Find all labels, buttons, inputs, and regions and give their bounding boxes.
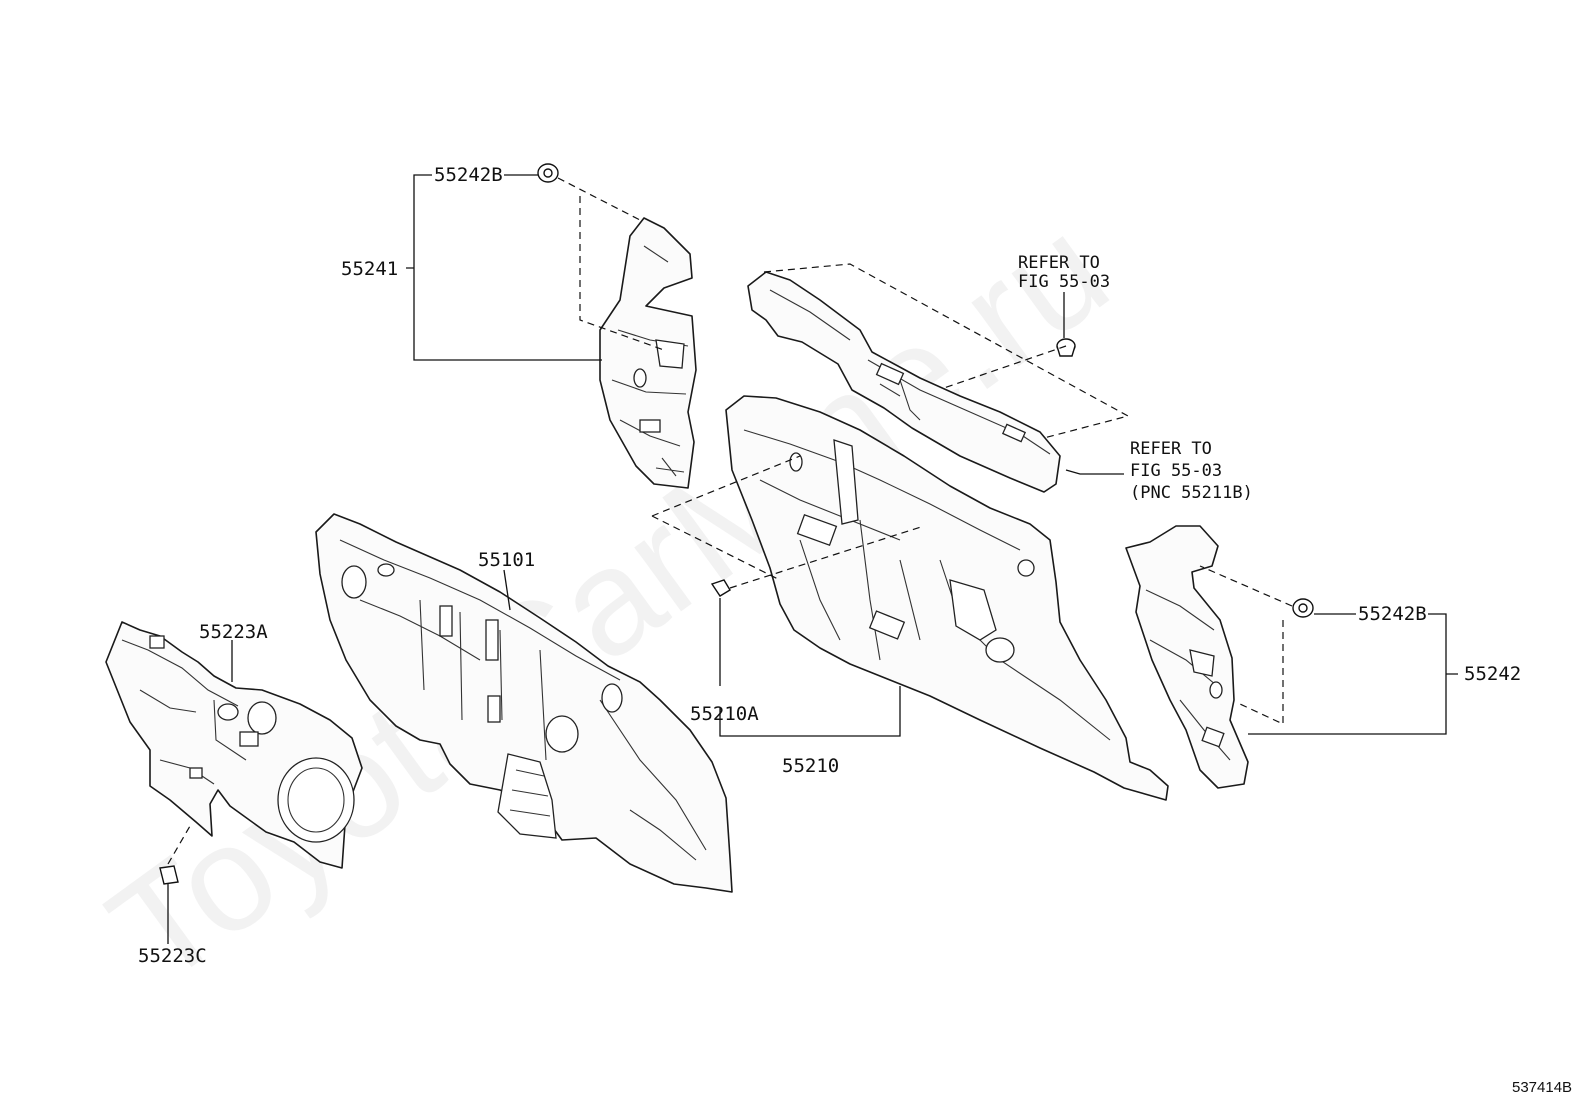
- bolt-reference-fig-55-03[interactable]: [1056, 338, 1076, 357]
- label-55210a: 55210A: [690, 703, 759, 725]
- label-refer-mid-1: REFER TO: [1130, 439, 1212, 459]
- clip-55223c[interactable]: [159, 865, 179, 885]
- dash-panel-insulator-55210[interactable]: [725, 395, 1169, 801]
- label-55210: 55210: [782, 755, 839, 777]
- dash-side-insulator-55241[interactable]: [599, 217, 697, 489]
- clip-55210a[interactable]: [710, 579, 731, 597]
- label-55241: 55241: [341, 258, 398, 280]
- label-55223c: 55223C: [138, 945, 207, 967]
- dash-side-insulator-55242[interactable]: [1125, 525, 1249, 789]
- assembly-dashed-lines: [167, 177, 1293, 865]
- label-55242b-top: 55242B: [434, 164, 503, 186]
- cowl-insulator-reference-part[interactable]: [747, 271, 1061, 493]
- dash-insulator-pad-55223a[interactable]: [105, 621, 363, 869]
- label-refer-top-1: REFER TO: [1018, 253, 1100, 273]
- label-refer-mid-3: (PNC 55211B): [1130, 483, 1253, 503]
- dash-panel-55101[interactable]: [315, 513, 733, 893]
- label-refer-top-2: FIG 55-03: [1018, 272, 1110, 292]
- clip-55242b-right[interactable]: [1292, 598, 1314, 618]
- label-55242: 55242: [1464, 663, 1521, 685]
- label-refer-mid-2: FIG 55-03: [1130, 461, 1222, 481]
- label-55101: 55101: [478, 549, 535, 571]
- label-55223a: 55223A: [199, 621, 268, 643]
- clip-55242b-top[interactable]: [537, 163, 559, 183]
- figure-id: 537414B: [1512, 1079, 1572, 1096]
- callout-labels: 55242B 55241 REFER TO FIG 55-03 REFER TO…: [138, 164, 1572, 1096]
- label-55242b-right: 55242B: [1358, 603, 1427, 625]
- leader-lines: [167, 174, 1458, 944]
